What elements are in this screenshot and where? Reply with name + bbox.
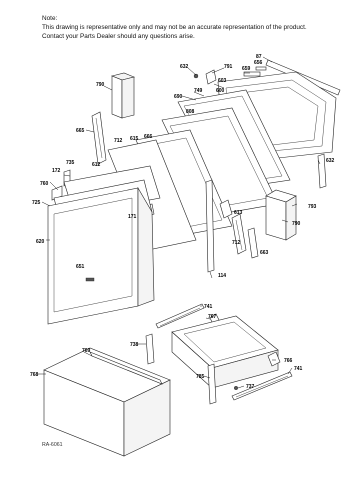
callout-172: 172 (52, 168, 61, 174)
part-737-screw (233, 386, 238, 391)
callout-741-top: 741 (204, 304, 213, 310)
callout-749: 749 (194, 88, 203, 94)
callout-760: 760 (40, 181, 49, 187)
part-656-bracket (255, 66, 267, 71)
part-769-handle (89, 351, 163, 385)
callout-793: 793 (308, 204, 317, 210)
callout-612: 612 (92, 162, 101, 168)
callout-87: 87 (256, 54, 262, 60)
callout-738: 738 (130, 342, 139, 348)
callout-663: 663 (260, 250, 269, 256)
callout-603: 603 (218, 78, 227, 84)
callout-712: 712 (114, 138, 123, 144)
part-665-hinge (91, 111, 107, 165)
part-790-insulation (111, 72, 135, 119)
part-766-clip (267, 351, 281, 367)
callout-737: 737 (246, 384, 255, 390)
part-620-outer-door (47, 165, 161, 325)
callout-735: 735 (66, 160, 75, 166)
part-785-bracket (207, 363, 217, 405)
callout-600: 600 (216, 88, 225, 94)
part-663-strip (247, 227, 259, 259)
callout-651: 651 (76, 264, 85, 270)
callout-769: 769 (82, 348, 91, 354)
callout-712-right: 712 (232, 240, 241, 246)
callout-808: 808 (186, 109, 195, 115)
callout-790-left: 790 (96, 82, 105, 88)
callout-659: 659 (242, 66, 251, 72)
part-791-clip (205, 69, 217, 85)
note-line-1: This drawing is representative only and … (42, 24, 307, 31)
callout-666: 666 (144, 134, 153, 140)
part-114-trim (205, 179, 215, 273)
callout-791: 791 (224, 64, 233, 70)
callout-114: 114 (218, 273, 226, 279)
leader-lines (38, 56, 321, 389)
part-651-handle-badge (85, 277, 95, 282)
part-659-bracket (243, 71, 261, 77)
part-760-spacer (51, 185, 63, 201)
part-741-rail (155, 303, 205, 329)
callout-725: 725 (32, 200, 41, 206)
note-line-2: Contact your Parts Dealer should any que… (42, 33, 195, 40)
part-793-side-panel (265, 189, 297, 241)
part-632-right-hinge (317, 153, 327, 189)
part-768-drawer-front (43, 347, 171, 457)
callout-labels: 87 632 791 659 656 790 690 749 603 600 8… (30, 54, 335, 390)
callout-613: 613 (234, 210, 243, 216)
part-613-clip (219, 199, 233, 219)
callout-615: 615 (130, 136, 139, 142)
drawer-body (171, 315, 279, 389)
part-741-lower-rail (231, 371, 293, 401)
callout-620: 620 (36, 239, 45, 245)
note-heading: Note: (42, 15, 58, 22)
callout-690: 690 (174, 94, 183, 100)
part-632-screw (193, 73, 199, 79)
callout-656: 656 (254, 60, 263, 66)
callout-171: 171 (128, 214, 137, 220)
callout-767: 767 (208, 314, 217, 320)
callout-741-bottom: 741 (294, 366, 303, 372)
part-738-bracket (145, 333, 155, 365)
callout-632-top: 632 (180, 64, 189, 70)
callout-790-right: 790 (292, 221, 301, 227)
disclaimer-note: Note: This drawing is representative onl… (42, 14, 342, 41)
callout-766: 766 (284, 358, 293, 364)
callout-632-right: 632 (326, 158, 335, 164)
callout-768: 768 (30, 372, 39, 378)
diagram-reference-code: RA-6061 (42, 442, 63, 448)
part-712-hinge-right (231, 213, 247, 255)
callout-665: 665 (76, 128, 85, 134)
callout-785: 785 (196, 374, 205, 380)
